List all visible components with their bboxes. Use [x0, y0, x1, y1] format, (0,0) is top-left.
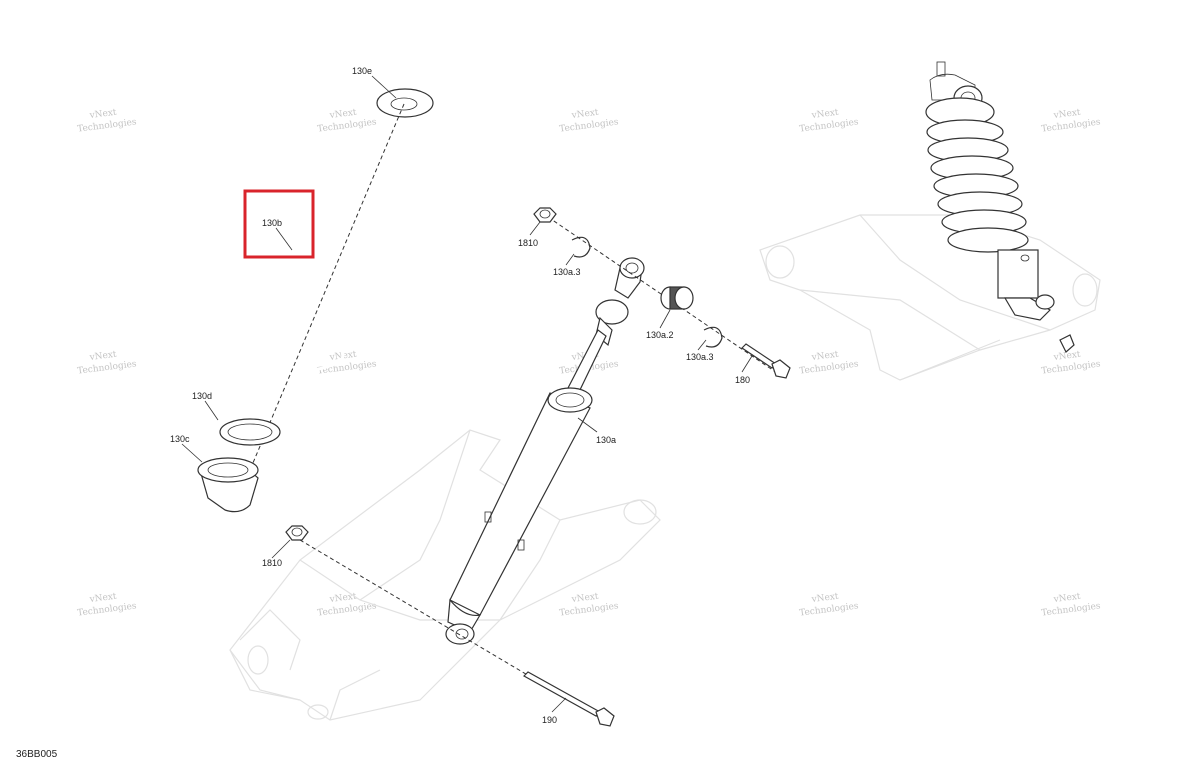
watermark-line2: Technologies [77, 117, 138, 134]
watermark-line2: Technologies [799, 601, 860, 618]
bolt-180 [741, 343, 791, 379]
callout-130a3-top[interactable]: 130a.3 [553, 267, 581, 277]
watermark-line2: Technologies [1041, 359, 1102, 376]
watermark-line1: vNext [1052, 350, 1081, 363]
clip-130a3-top [571, 236, 591, 258]
watermark-line1: vNext [328, 108, 357, 121]
callout-130a3-bottom[interactable]: 130a.3 [686, 352, 714, 362]
callout-1810-bottom[interactable]: 1810 [262, 558, 282, 568]
callout-130d[interactable]: 130d [192, 391, 212, 401]
adjuster-collar-130c [197, 457, 259, 513]
callout-130b[interactable]: 130b [262, 218, 282, 228]
watermark-line1: vNext [810, 592, 839, 605]
watermark-line2: Technologies [799, 117, 860, 134]
diagram-code: 36BB005 [16, 749, 58, 760]
watermark-line2: Technologies [77, 601, 138, 618]
callout-130e[interactable]: 130e [352, 66, 372, 76]
nut-1810-top [533, 207, 557, 223]
bolt-190 [523, 671, 615, 727]
watermark-line2: Technologies [1041, 601, 1102, 618]
callout-130a2[interactable]: 130a.2 [646, 330, 674, 340]
callout-130c[interactable]: 130c [170, 434, 190, 444]
leader-lines [181, 75, 753, 713]
watermark-line2: Technologies [799, 359, 860, 376]
watermark-line1: vNext [810, 108, 839, 121]
nut-1810-bottom [285, 525, 309, 541]
ghost-lower-arm [229, 429, 661, 721]
spring-cup-130e [376, 88, 434, 118]
watermark-line1: vNext [570, 592, 599, 605]
watermark-line1: vNext [810, 350, 839, 363]
watermark-line1: vNext [88, 108, 117, 121]
watermark-line1: vNext [1052, 592, 1081, 605]
ring-130d [219, 418, 281, 446]
watermark-line1: vNext [88, 592, 117, 605]
spring-axis-line [249, 103, 405, 471]
callout-180[interactable]: 180 [735, 375, 750, 385]
watermark-line2: Technologies [559, 117, 620, 134]
assembled-shock-absorber [925, 61, 1075, 353]
watermark-line2: Technologies [317, 601, 378, 618]
watermark-line2: Technologies [1041, 117, 1102, 134]
callout-190[interactable]: 190 [542, 715, 557, 725]
highlight-box [243, 189, 315, 259]
watermark-line1: vNext [328, 592, 357, 605]
watermark-line1: vNext [570, 108, 599, 121]
watermark-line2: Technologies [559, 601, 620, 618]
bushing-130a2 [660, 286, 694, 310]
callout-1810-top[interactable]: 1810 [518, 238, 538, 248]
callout-130a[interactable]: 130a [596, 435, 616, 445]
watermark-line1: vNext [88, 350, 117, 363]
watermark-line1: vNext [1052, 108, 1081, 121]
watermark-line2: Technologies [77, 359, 138, 376]
clip-130a3-bottom [703, 326, 723, 348]
coil-spring-130b [245, 137, 426, 373]
watermark-line2: Technologies [317, 117, 378, 134]
shock-body-130a [445, 257, 645, 645]
